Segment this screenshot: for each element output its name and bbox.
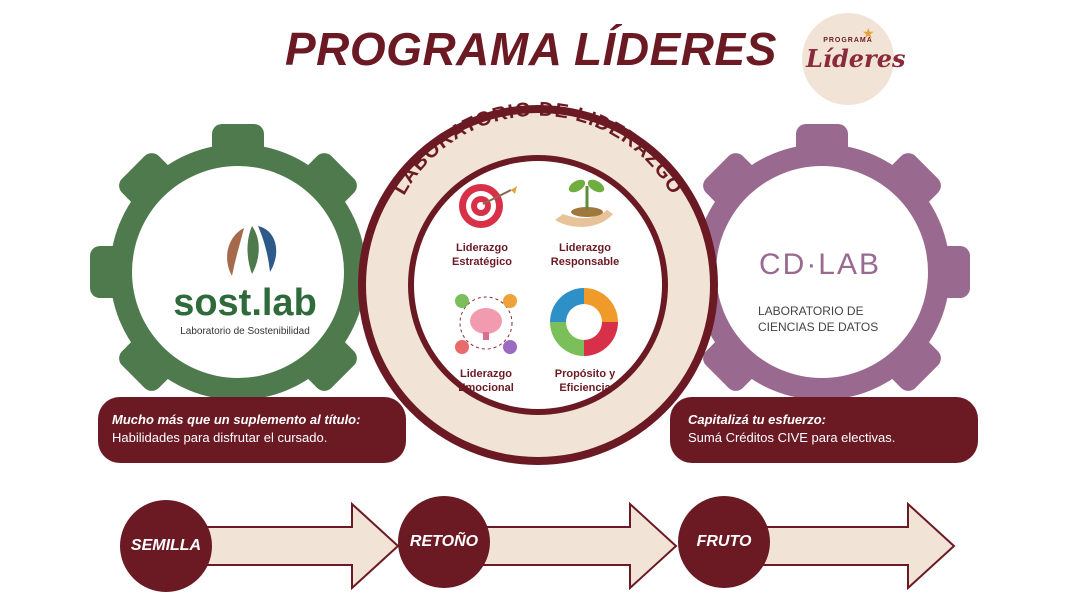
right-caption-bold: Capitalizá tu esfuerzo: xyxy=(688,412,826,427)
sostlab-leaf-icon xyxy=(227,226,277,276)
stage-fruto: FRUTO xyxy=(678,496,770,588)
target-icon xyxy=(459,184,517,228)
skill-proposito-line1: Propósito y xyxy=(554,368,616,380)
left-caption-bold: Mucho más que un suplemento al título: xyxy=(112,412,361,427)
skill-emocional-line2: Emocional xyxy=(458,382,514,394)
stage-retono: RETOÑO xyxy=(398,496,490,588)
logo-main-text: Líderes xyxy=(806,44,906,73)
plant-hand-icon xyxy=(555,179,613,227)
skill-emocional-line1: Liderazgo xyxy=(460,368,512,380)
arrow-2 xyxy=(465,501,678,591)
skill-proposito: Propósito y Eficiencia xyxy=(530,367,640,395)
page-title: PROGRAMA LÍDERES xyxy=(285,23,777,75)
left-caption-text: Habilidades para disfrutar el cursado. xyxy=(112,430,328,445)
skill-responsable: Liderazgo Responsable xyxy=(530,241,640,269)
arc-title: LABORATORIO DE LIDERAZGO xyxy=(389,99,686,199)
right-gear xyxy=(674,124,970,420)
lideres-logo xyxy=(802,13,894,105)
skill-estrategico: Liderazgo Estratégico xyxy=(427,241,537,269)
right-caption-text: Sumá Créditos CIVE para electivas. xyxy=(688,430,896,445)
sostlab-brand: sost.lab xyxy=(173,282,317,324)
skill-proposito-line2: Eficiencia xyxy=(559,382,611,394)
sostlab-subtitle: Laboratorio de Sostenibilidad xyxy=(180,326,310,337)
logo-small-text: PROGRAMA xyxy=(823,37,873,44)
skill-responsable-line2: Responsable xyxy=(550,256,620,268)
star-icon: ★ xyxy=(862,25,875,41)
svg-text:LABORATORIO DE LIDERAZGO: LABORATORIO DE LIDERAZGO xyxy=(389,99,687,199)
cdlab-subtitle-line2: CIENCIAS DE DATOS xyxy=(758,320,879,334)
arrow-3 xyxy=(744,501,956,591)
stage-semilla: SEMILLA xyxy=(120,500,212,592)
cdlab-subtitle-line1: LABORATORIO DE xyxy=(758,304,864,318)
arrow-1 xyxy=(189,501,400,591)
skill-estrategico-line1: Liderazgo xyxy=(456,242,508,254)
skill-emocional: Liderazgo Emocional xyxy=(431,367,541,395)
left-caption: Mucho más que un suplemento al título: H… xyxy=(98,397,406,463)
right-caption: Capitalizá tu esfuerzo: Sumá Créditos CI… xyxy=(670,397,978,463)
gears-icon xyxy=(550,288,618,356)
cdlab-brand: CD·LAB xyxy=(758,248,882,281)
cdlab-subtitle: LABORATORIO DE CIENCIAS DE DATOS xyxy=(740,303,908,335)
skill-estrategico-line2: Estratégico xyxy=(452,256,512,268)
stage-arrows xyxy=(189,501,956,591)
brain-emotions-icon xyxy=(455,294,517,354)
skill-responsable-line1: Liderazgo xyxy=(559,242,611,254)
